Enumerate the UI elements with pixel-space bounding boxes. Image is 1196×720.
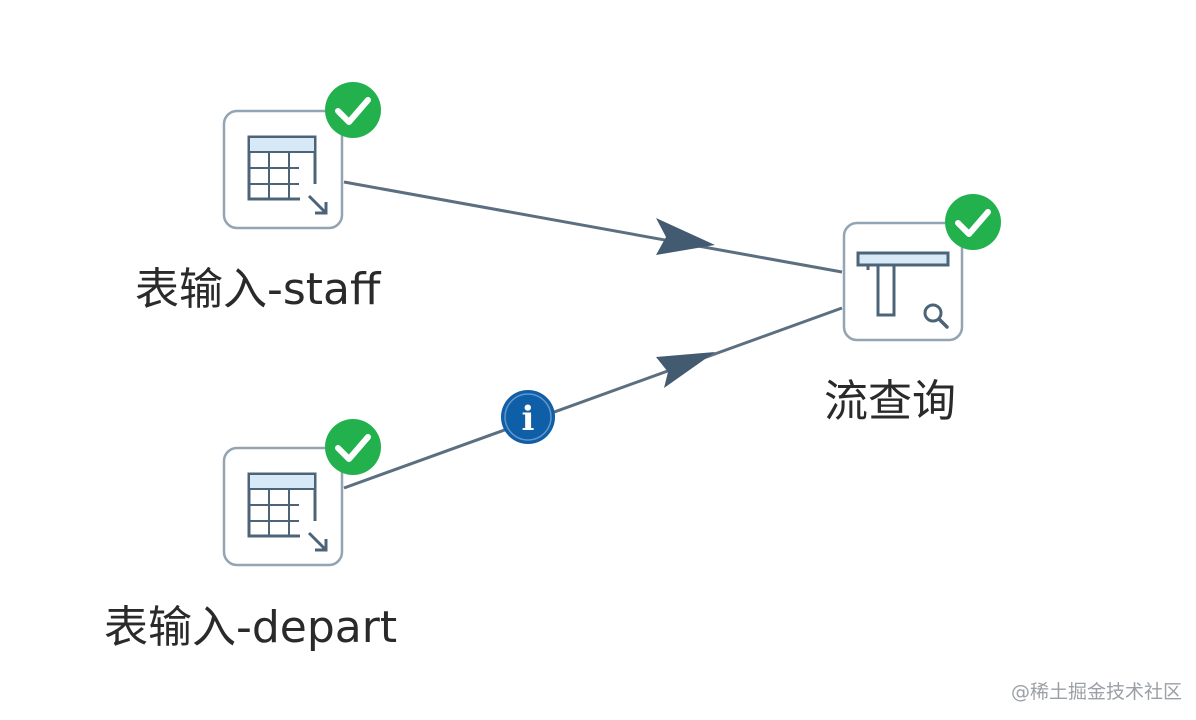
step-label-staff: 表输入-staff	[135, 264, 381, 315]
table-input-icon	[247, 135, 330, 215]
success-check-icon	[325, 82, 381, 138]
stream-lookup-icon	[856, 251, 950, 329]
watermark: @稀土掘金技术社区	[1010, 681, 1182, 703]
step-label-depart: 表输入-depart	[104, 602, 398, 653]
success-check-icon	[945, 194, 1001, 250]
step-stream-lookup[interactable]	[842, 194, 1001, 342]
step-label-lookup: 流查询	[824, 376, 956, 427]
svg-text:i: i	[522, 399, 535, 439]
step-table-input-depart[interactable]	[222, 419, 381, 567]
info-badge-icon[interactable]: i	[501, 390, 555, 444]
hop-staff-to-lookup[interactable]	[343, 180, 843, 274]
success-check-icon	[325, 419, 381, 475]
hop-depart-to-lookup[interactable]: i	[343, 306, 843, 490]
hop-arrow-icon	[656, 218, 715, 255]
table-input-icon	[247, 472, 330, 552]
step-table-input-staff[interactable]	[222, 82, 381, 230]
hop-arrow-icon	[656, 352, 715, 388]
